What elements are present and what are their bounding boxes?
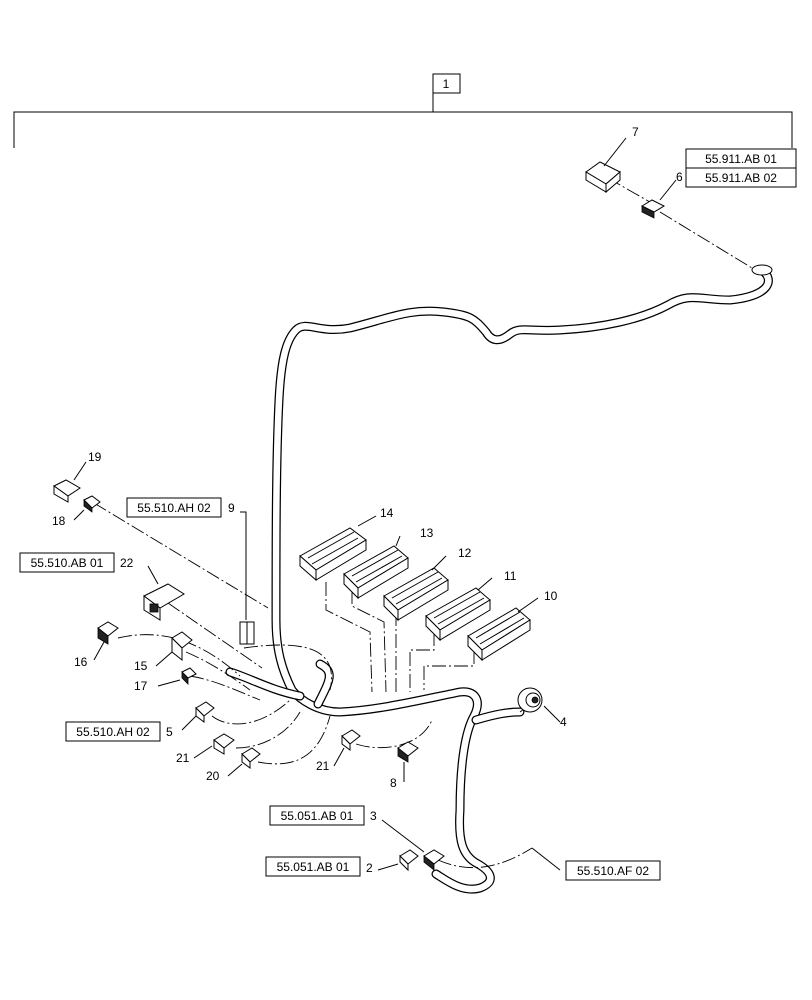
callout-13: 13 (420, 526, 434, 540)
part-16 (97, 621, 119, 645)
part-19 (53, 479, 81, 503)
svg-text:55.911.AB 02: 55.911.AB 02 (705, 171, 777, 185)
part-21-left (213, 733, 235, 755)
callout-7: 7 (632, 125, 639, 139)
part-4 (517, 687, 543, 713)
callout-10: 10 (544, 589, 558, 603)
callout-6: 6 (676, 170, 683, 184)
callout-21-left: 21 (176, 751, 190, 765)
part-2 (399, 849, 419, 872)
part-3 (423, 849, 445, 871)
callout-9: 9 (228, 501, 235, 515)
callout-22: 22 (120, 556, 134, 570)
callout-20: 20 (206, 769, 220, 783)
main-harness (225, 264, 773, 894)
part-9 (239, 621, 255, 645)
part-22 (143, 583, 185, 621)
ref-55-051-ab-01-lower[interactable]: 55.051.AB 01 (265, 856, 361, 877)
callout-17: 17 (134, 679, 148, 693)
routing-lines (93, 177, 753, 869)
callout-21-right: 21 (316, 759, 330, 773)
part-10 (467, 607, 531, 662)
svg-text:55.051.AB 01: 55.051.AB 01 (281, 809, 354, 823)
callout-12: 12 (458, 546, 472, 560)
ref-55-051-ab-01-upper[interactable]: 55.051.AB 01 (269, 805, 365, 826)
ref-55-510-ah-02-top[interactable]: 55.510.AH 02 (126, 497, 222, 518)
callout-5: 5 (166, 725, 173, 739)
assembly-bracket: 1 (13, 73, 793, 148)
callout-3: 3 (370, 809, 377, 823)
callout-19: 19 (88, 450, 102, 464)
svg-text:55.510.AH 02: 55.510.AH 02 (76, 725, 150, 739)
callout-8: 8 (390, 776, 397, 790)
callout-18: 18 (52, 514, 66, 528)
ref-55-911-ab-01[interactable]: 55.911.AB 01 (685, 148, 797, 169)
part-17 (181, 667, 197, 685)
part-11 (425, 587, 491, 642)
part-15 (171, 631, 193, 662)
part-21-right (341, 729, 361, 751)
svg-text:55.051.AB 01: 55.051.AB 01 (277, 860, 350, 874)
callout-16: 16 (74, 655, 88, 669)
part-18 (83, 495, 101, 513)
ref-55-510-af-02[interactable]: 55.510.AF 02 (565, 860, 661, 881)
callout-2: 2 (366, 861, 373, 875)
part-5 (195, 701, 215, 723)
callout-4: 4 (560, 715, 567, 729)
callout-numbers: 7 6 19 18 9 22 14 13 12 11 10 16 15 17 5… (52, 125, 683, 875)
callout-11: 11 (504, 569, 517, 583)
callout-15: 15 (134, 659, 148, 673)
part-6 (640, 199, 666, 219)
part-7 (585, 161, 621, 194)
part-12 (383, 567, 449, 622)
svg-text:55.510.AF 02: 55.510.AF 02 (577, 864, 649, 878)
svg-text:55.510.AH 02: 55.510.AH 02 (137, 501, 211, 515)
part-8 (397, 741, 419, 763)
part-14 (299, 527, 367, 582)
part-13 (343, 545, 409, 600)
ref-55-510-ab-01[interactable]: 55.510.AB 01 (19, 552, 115, 573)
leader-lines (73, 137, 677, 871)
svg-text:55.510.AB 01: 55.510.AB 01 (31, 556, 104, 570)
item-1-label: 1 (443, 77, 450, 91)
svg-text:55.911.AB 01: 55.911.AB 01 (705, 152, 777, 166)
ref-55-510-ah-02-bottom[interactable]: 55.510.AH 02 (65, 721, 161, 742)
callout-14: 14 (380, 506, 394, 520)
ref-55-911-ab-02[interactable]: 55.911.AB 02 (685, 167, 797, 188)
part-20 (241, 747, 261, 769)
